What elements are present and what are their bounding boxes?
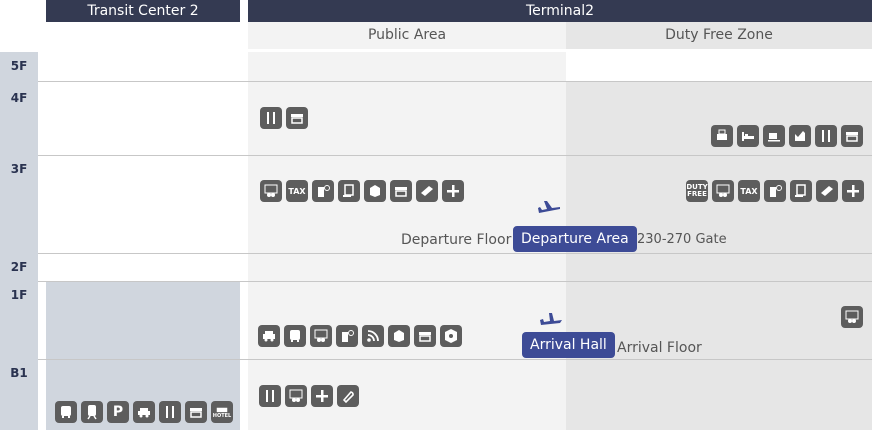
floor-divider <box>38 359 872 360</box>
floor-label-b1: B1 <box>10 366 28 380</box>
taxi-icon[interactable] <box>258 325 280 347</box>
floor-divider <box>38 253 872 254</box>
gate-range-label: 230-270 Gate <box>637 232 727 247</box>
duty-free-icon-text-bottom: FREE <box>687 190 707 198</box>
currency-exchange-icon[interactable] <box>260 180 282 202</box>
floor-divider <box>38 155 872 156</box>
bus-icon[interactable] <box>55 401 77 423</box>
information-icon[interactable] <box>440 325 462 347</box>
restaurant-icon[interactable] <box>159 401 181 423</box>
baggage-icon[interactable] <box>388 325 410 347</box>
floor-divider <box>38 81 872 82</box>
floor-column <box>0 52 38 430</box>
hotel-icon-text: HOTEL <box>212 412 232 419</box>
duty-free-header-bg <box>566 22 872 49</box>
medical-icon[interactable] <box>442 180 464 202</box>
mobile-service-icon[interactable] <box>764 180 786 202</box>
floor-label-5f: 5F <box>10 59 28 73</box>
transit-center-header: Transit Center 2 <box>46 0 240 22</box>
wifi-icon[interactable] <box>362 325 384 347</box>
duty-free-icon-text-top: DUTY <box>686 183 708 191</box>
arrival-hall-button[interactable]: Arrival Hall <box>522 332 615 358</box>
terminal-header: Terminal2 <box>248 0 872 22</box>
floor-label-3f: 3F <box>10 162 28 176</box>
shop-icon[interactable] <box>841 125 863 147</box>
departure-area-button[interactable]: Departure Area <box>513 226 637 252</box>
cafe-icon[interactable] <box>763 125 785 147</box>
mobile-service-icon[interactable] <box>336 325 358 347</box>
duty-free-zone-label: Duty Free Zone <box>665 27 773 43</box>
bookstore-icon[interactable] <box>816 180 838 202</box>
currency-exchange-icon[interactable] <box>285 385 307 407</box>
hotel-icon[interactable]: HOTEL <box>211 401 233 423</box>
floor-label-4f: 4F <box>10 91 28 105</box>
floor-label-2f: 2F <box>10 260 28 274</box>
shop-icon[interactable] <box>414 325 436 347</box>
currency-exchange-icon[interactable] <box>712 180 734 202</box>
document-service-icon[interactable] <box>338 180 360 202</box>
document-service-icon[interactable] <box>790 180 812 202</box>
tax-icon-text: TAX <box>740 186 758 196</box>
pharmacy-icon[interactable] <box>337 385 359 407</box>
public-area-label: Public Area <box>367 27 447 43</box>
medical-icon[interactable] <box>842 180 864 202</box>
restaurant-icon[interactable] <box>259 385 281 407</box>
restaurant-icon[interactable] <box>260 107 282 129</box>
currency-exchange-icon[interactable] <box>310 325 332 347</box>
printer-icon[interactable] <box>711 125 733 147</box>
parking-icon[interactable]: P <box>107 401 129 423</box>
restaurant-icon[interactable] <box>815 125 837 147</box>
departure-plane-icon <box>538 200 562 221</box>
shop-icon[interactable] <box>286 107 308 129</box>
shop-icon[interactable] <box>390 180 412 202</box>
currency-exchange-icon[interactable] <box>841 306 863 328</box>
bookstore-icon[interactable] <box>416 180 438 202</box>
bus-icon[interactable] <box>284 325 306 347</box>
arrival-floor-label: Arrival Floor <box>617 340 702 356</box>
baggage-icon[interactable] <box>364 180 386 202</box>
car-icon[interactable] <box>133 401 155 423</box>
duty-free-5f-empty <box>566 52 872 82</box>
shop-icon[interactable] <box>185 401 207 423</box>
tax-refund-icon[interactable]: TAX <box>738 180 760 202</box>
departure-floor-label: Departure Floor <box>401 232 512 248</box>
tax-refund-icon[interactable]: TAX <box>286 180 308 202</box>
public-area-header-bg <box>248 22 566 49</box>
floor-label-1f: 1F <box>10 288 28 302</box>
train-icon[interactable] <box>81 401 103 423</box>
arrival-plane-icon <box>540 311 564 332</box>
parking-icon-text: P <box>112 404 124 420</box>
mobile-service-icon[interactable] <box>312 180 334 202</box>
lounge-icon[interactable] <box>789 125 811 147</box>
bed-icon[interactable] <box>737 125 759 147</box>
floor-divider <box>38 281 872 282</box>
tax-icon-text: TAX <box>288 186 306 196</box>
medical-icon[interactable] <box>311 385 333 407</box>
